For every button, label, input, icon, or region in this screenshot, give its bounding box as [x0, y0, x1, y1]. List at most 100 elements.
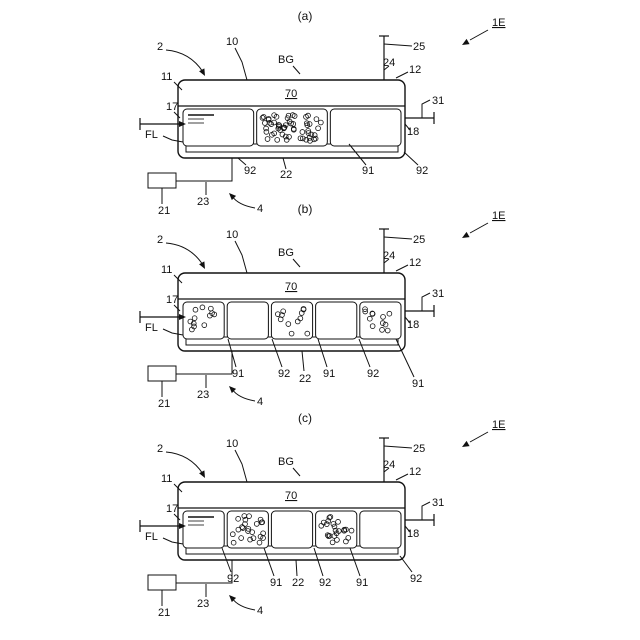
leader-line [396, 265, 408, 271]
label-10: 10 [226, 229, 238, 241]
label-BG: BG [278, 456, 294, 468]
label-92: 92 [227, 573, 239, 585]
figure-arrow [462, 39, 470, 45]
panel-title: (a) [298, 9, 313, 23]
leader-line [235, 450, 247, 482]
label-4: 4 [257, 396, 263, 408]
figure-number: 1E [492, 419, 505, 431]
label-92: 92 [367, 368, 379, 380]
assembly-arrow [199, 261, 205, 269]
label-18: 18 [407, 528, 419, 540]
panel-a: (a)1E252412311817FL11210BG70212349222919… [140, 9, 505, 217]
cell [227, 302, 268, 339]
leader-line [235, 48, 247, 80]
label-92: 92 [319, 577, 331, 589]
label-10: 10 [226, 36, 238, 48]
cell-0 [183, 109, 254, 146]
cell-1 [257, 109, 328, 146]
leader-line [396, 72, 408, 78]
cell-4 [360, 302, 401, 339]
label-91: 91 [270, 577, 282, 589]
label-23: 23 [197, 196, 209, 208]
leader-line [422, 293, 430, 311]
cell-1 [227, 302, 268, 339]
cell-2 [271, 302, 312, 339]
label-12: 12 [409, 257, 421, 269]
label-21: 21 [158, 607, 170, 619]
label-91: 91 [356, 577, 368, 589]
label-24: 24 [383, 57, 395, 69]
leader-line [384, 446, 412, 448]
cell [271, 511, 312, 548]
assembly-leader [166, 452, 203, 474]
cell [183, 302, 224, 339]
panel-b: (b)1E252412311817FL11210BG70212349192229… [140, 202, 505, 410]
label-17: 17 [166, 294, 178, 306]
panel-c: (c)1E252412311817FL11210BG70212349291229… [140, 411, 505, 619]
label-24: 24 [383, 459, 395, 471]
source-box [148, 366, 176, 381]
label-92: 92 [244, 165, 256, 177]
label-18: 18 [407, 319, 419, 331]
label-11: 11 [161, 473, 172, 485]
label-31: 31 [432, 95, 444, 107]
supply-line [176, 560, 232, 583]
assembly-leader [166, 50, 203, 72]
supply-line [176, 351, 232, 374]
label-BG: BG [278, 247, 294, 259]
label-10: 10 [226, 438, 238, 450]
label-25: 25 [413, 443, 425, 455]
cell-2 [330, 109, 401, 146]
label-91: 91 [323, 368, 335, 380]
label-2: 2 [157, 234, 163, 246]
figure-arrow [462, 232, 470, 238]
source-box [148, 575, 176, 590]
leader-line [404, 152, 418, 165]
label-31: 31 [432, 497, 444, 509]
label-22: 22 [280, 169, 292, 181]
label-FL: FL [145, 322, 158, 334]
leader-line [384, 44, 412, 46]
label-22: 22 [299, 373, 311, 385]
figure-arrow [462, 441, 470, 447]
leader-line [384, 237, 412, 239]
label-17: 17 [166, 503, 178, 515]
figure-leader [470, 30, 488, 40]
label-92: 92 [278, 368, 290, 380]
cell-3 [316, 302, 357, 339]
leader-line [293, 66, 300, 74]
figure-number: 1E [492, 210, 505, 222]
unit-leader [232, 598, 255, 610]
assembly-arrow [199, 68, 205, 76]
label-25: 25 [413, 234, 425, 246]
label-21: 21 [158, 205, 170, 217]
panel-title: (b) [298, 202, 313, 216]
cell [360, 302, 401, 339]
figure-leader [470, 223, 488, 233]
cell [330, 109, 401, 146]
cell-4 [360, 511, 401, 548]
label-70: 70 [285, 281, 297, 293]
label-22: 22 [292, 577, 304, 589]
figure-panels: (a)1E252412311817FL11210BG70212349222919… [140, 9, 505, 619]
label-23: 23 [197, 389, 209, 401]
panel-title: (c) [298, 411, 312, 425]
label-12: 12 [409, 64, 421, 76]
cell [271, 302, 312, 339]
label-91: 91 [232, 368, 244, 380]
label-25: 25 [413, 41, 425, 53]
cell-3 [316, 511, 357, 548]
label-92: 92 [410, 573, 422, 585]
leader-line [235, 241, 247, 273]
cell-2 [271, 511, 312, 548]
label-21: 21 [158, 398, 170, 410]
cell-1 [227, 511, 268, 548]
label-4: 4 [257, 203, 263, 215]
label-91: 91 [412, 378, 424, 390]
cell-0 [183, 511, 224, 548]
label-2: 2 [157, 41, 163, 53]
label-18: 18 [407, 126, 419, 138]
assembly-leader [166, 243, 203, 265]
label-12: 12 [409, 466, 421, 478]
